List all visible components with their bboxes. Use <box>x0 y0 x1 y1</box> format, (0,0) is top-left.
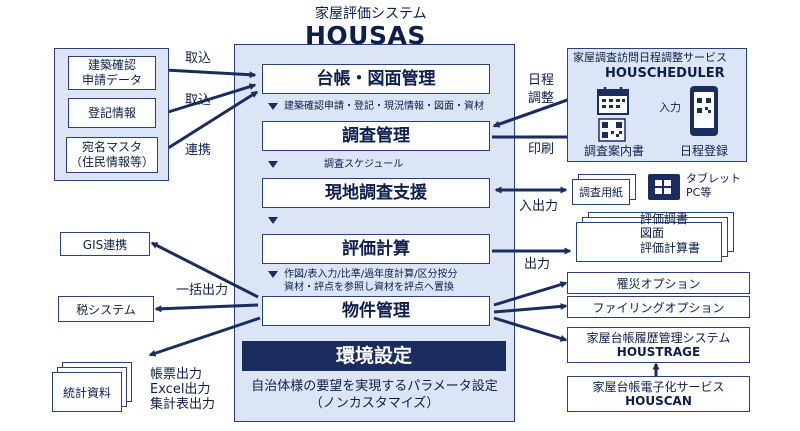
arrow-import-registry <box>164 83 257 115</box>
docs-paper-front <box>576 222 722 262</box>
tablet-pc-label: タブレット PC等 <box>686 172 741 199</box>
label-input: 入力 <box>659 101 681 114</box>
label-bulk-output: 一括出力 <box>176 283 229 298</box>
tablet-icon <box>647 172 681 202</box>
houstrage-box: 家屋台帳履歴管理システム HOUSTRAGE <box>567 327 750 363</box>
down-triangle-icon <box>268 270 278 278</box>
env-desc-line1: 自治体様の要望を実現するパラメータ設定 <box>251 379 498 394</box>
input-registry: 登記情報 <box>68 98 156 128</box>
calendar-icon <box>595 86 631 116</box>
gis-link: GIS連携 <box>60 232 150 256</box>
tax-system: 税システム <box>58 296 154 322</box>
stats-data: 統計資料 <box>52 372 122 412</box>
input-address-master: 宛名マスタ（住民情報等） <box>66 137 158 173</box>
label-input-output: 入出力 <box>519 199 559 214</box>
env-desc-line2: （ノンカスタマイズ） <box>309 396 440 411</box>
arrow-stats <box>148 316 261 357</box>
label-output: 出力 <box>524 257 551 272</box>
evaluation-calculation: 評価計算 <box>262 234 490 264</box>
arrow-tax <box>154 303 259 313</box>
label-schedule-adjust: 日程 調整 <box>528 73 555 107</box>
system-title-jp: 家屋評価システム <box>315 6 427 22</box>
field-note <box>268 214 284 227</box>
arrow-houstrage <box>493 316 568 342</box>
filing-option: ファイリングオプション <box>567 296 750 318</box>
houscheduler-title: 家屋調査訪問日程調整サービス <box>573 51 727 64</box>
down-triangle-icon <box>268 102 278 110</box>
houscan-box: 家屋台帳電子化サービス HOUSCAN <box>567 376 750 412</box>
survey-guide-label: 調査案内書 <box>584 144 645 158</box>
arrow-disaster <box>493 281 568 307</box>
qr-code-icon <box>598 118 626 142</box>
label-print: 印刷 <box>528 142 555 157</box>
down-triangle-icon <box>268 160 278 168</box>
ledger-note: 建築確認申請・登記・現況情報・図面・資材 <box>268 100 484 113</box>
label-output-types: 帳票出力 Excel出力 集計表出力 <box>150 367 216 412</box>
arrow-import-building <box>164 68 257 79</box>
smartphone-icon <box>686 84 722 138</box>
schedule-register-label: 日程登録 <box>680 144 729 158</box>
arrow-filing <box>493 302 568 314</box>
survey-management: 調査管理 <box>262 121 490 151</box>
houscheduler-name: HOUSCHEDULER <box>605 66 725 81</box>
arrow-link-address <box>164 90 259 152</box>
field-survey-support: 現地調査支援 <box>262 178 490 208</box>
environment-settings: 環境設定 <box>242 341 506 371</box>
disaster-option: 罹災オプション <box>567 272 750 294</box>
label-link: 連携 <box>185 143 212 158</box>
ledger-drawing-management: 台帳・図面管理 <box>262 64 490 94</box>
property-management: 物件管理 <box>262 296 490 326</box>
survey-paper: 調査用紙 <box>572 179 630 205</box>
down-triangle-icon <box>268 216 278 224</box>
input-building-application: 建築確認申請データ <box>68 56 156 90</box>
label-import-1: 取込 <box>185 51 212 66</box>
label-import-2: 取込 <box>185 93 212 108</box>
evaluation-note: 作図/表入力/比準/過年度計算/区分按分資材・評点を参照し資材を評点へ置換 <box>268 268 457 294</box>
evaluation-docs: 評価調書 図面 評価計算書 <box>640 212 701 255</box>
survey-note: 調査スケジュール <box>268 158 403 171</box>
arrow-gis <box>150 241 259 299</box>
